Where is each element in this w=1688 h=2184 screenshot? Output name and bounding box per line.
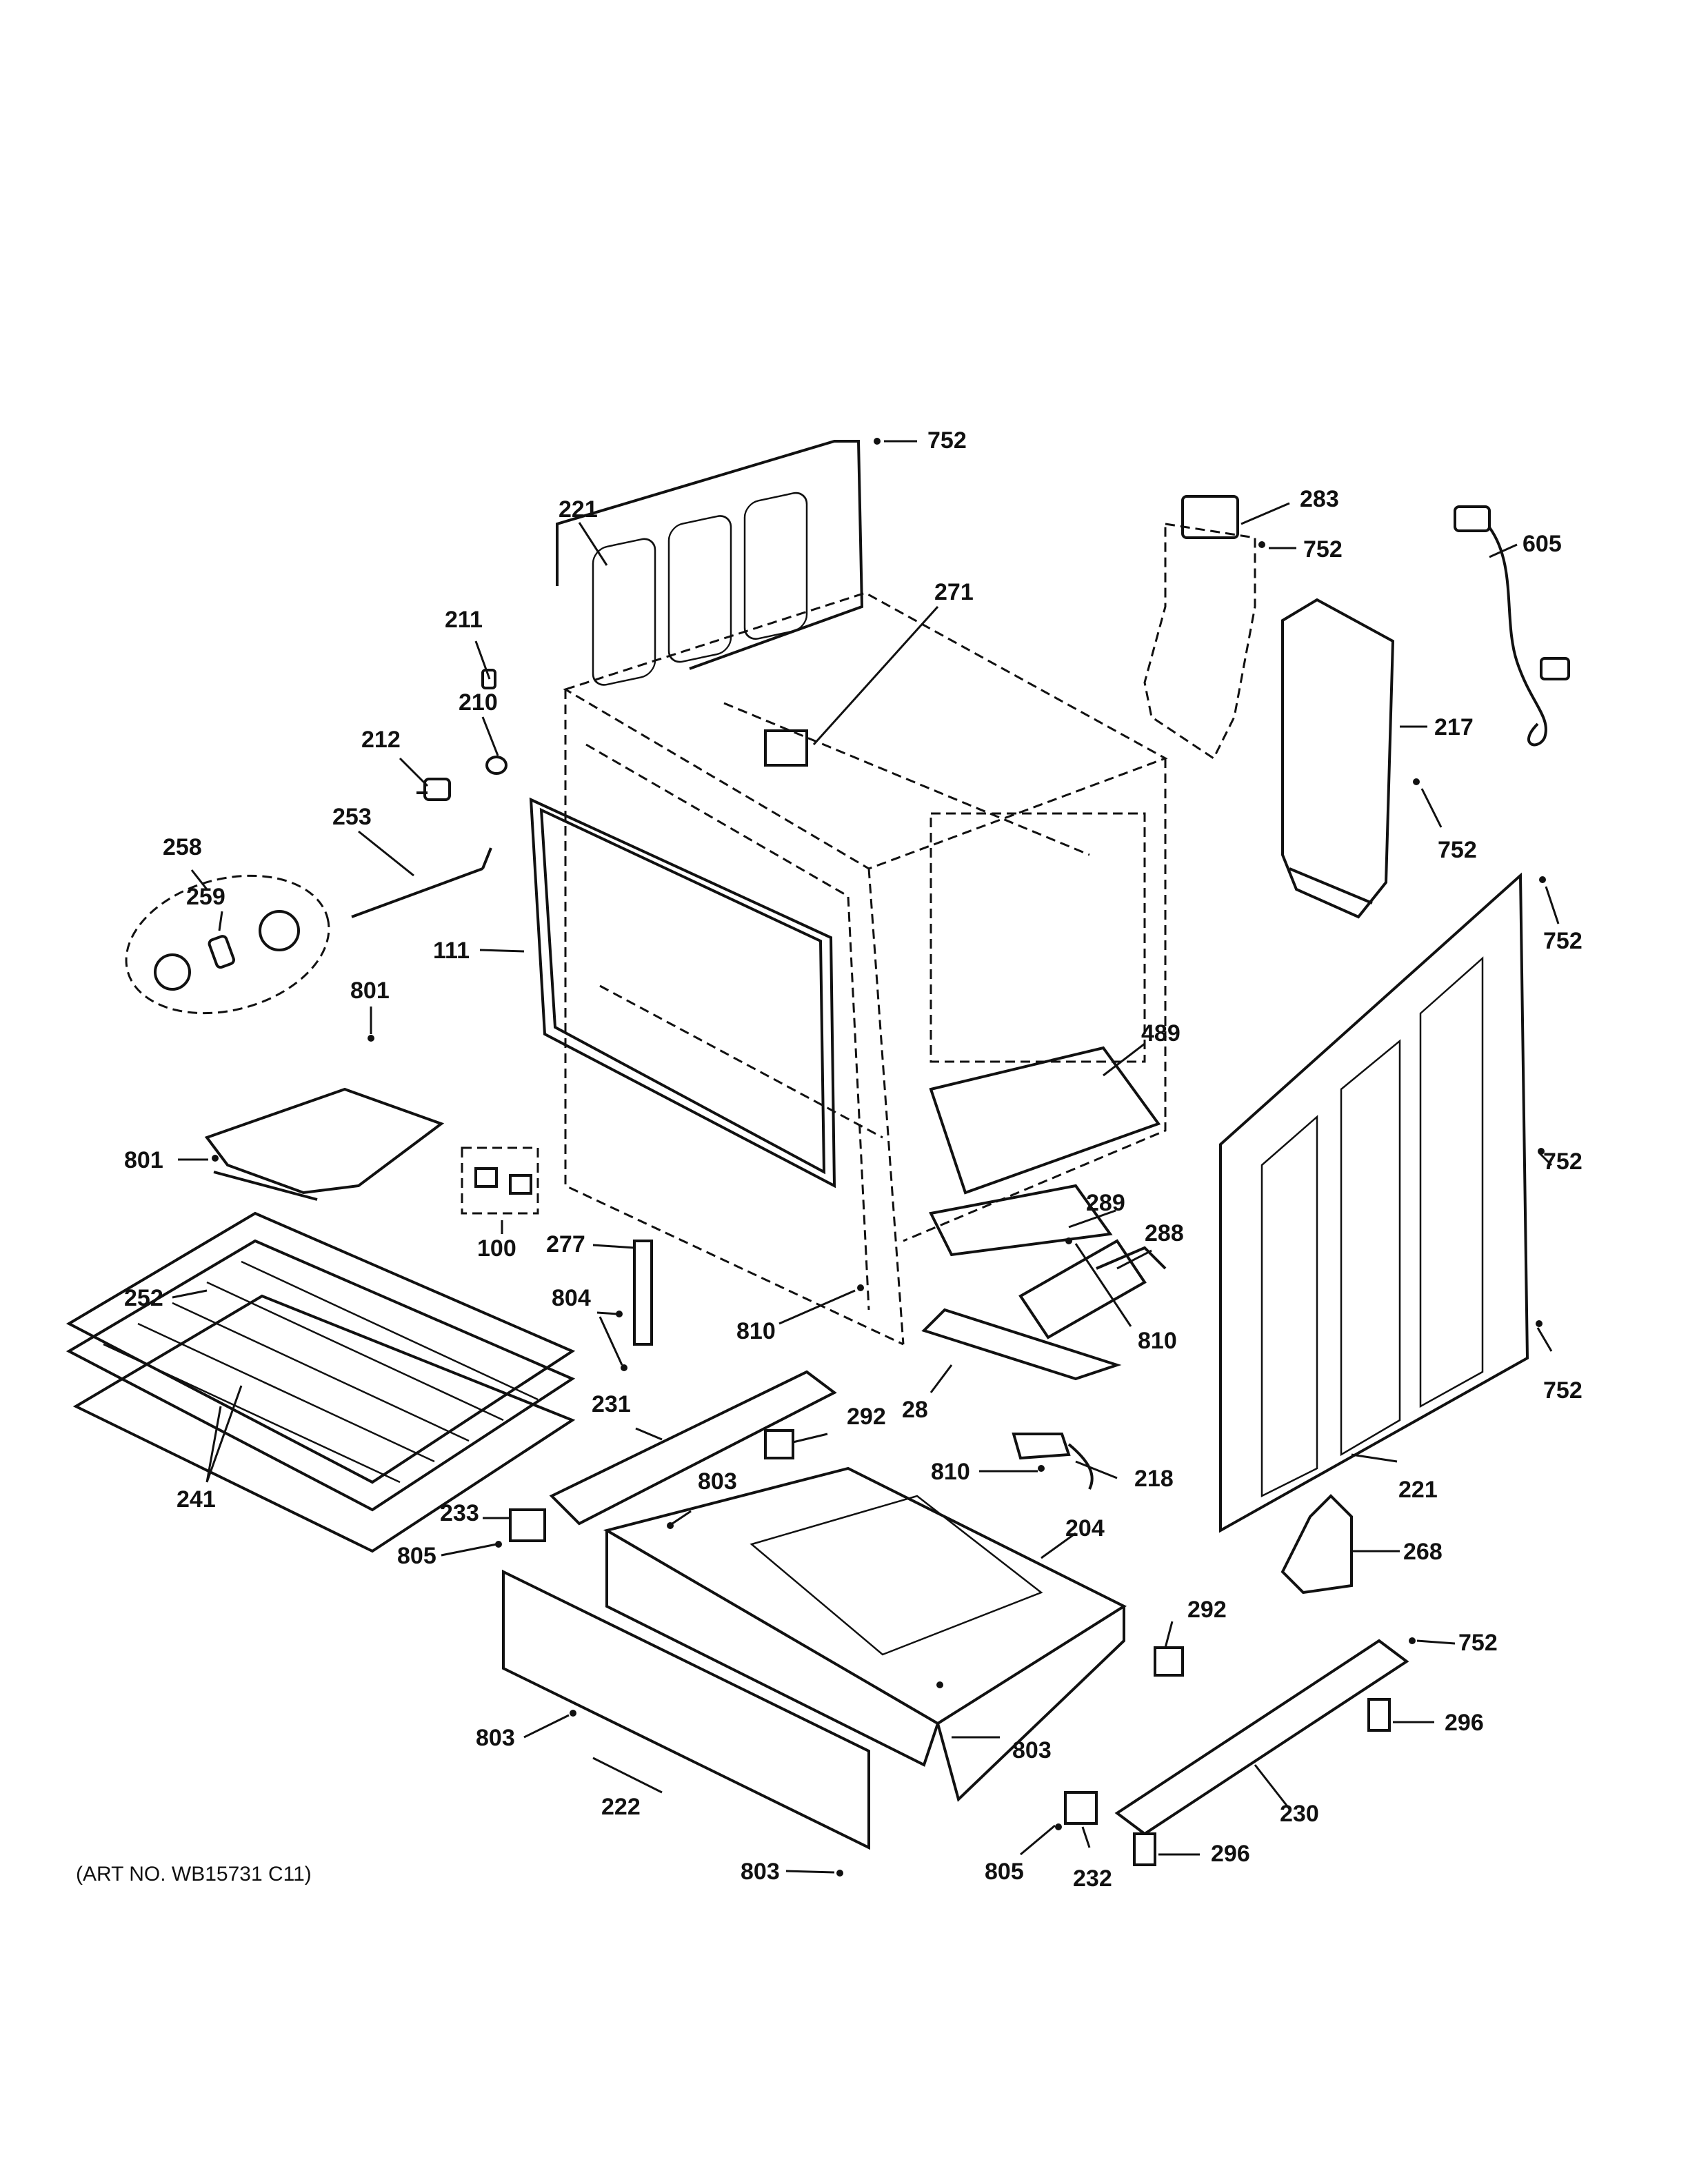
callout-210: 210 [459, 689, 498, 716]
callout-111: 111 [433, 938, 470, 964]
art-number-caption: (ART NO. WB15731 C11) [76, 1863, 312, 1885]
callout-801b: 801 [124, 1147, 163, 1173]
callout-752d: 752 [1543, 928, 1582, 954]
callout-605: 605 [1523, 531, 1562, 557]
callout-803c: 803 [476, 1725, 515, 1751]
power-cord-part [1454, 505, 1570, 747]
callout-752f: 752 [1543, 1377, 1582, 1404]
callout-221a: 221 [559, 496, 598, 523]
oven-racks-part [66, 1211, 576, 1553]
callout-230: 230 [1280, 1801, 1319, 1827]
callout-292a: 292 [847, 1404, 886, 1430]
drawer-body-part [603, 1466, 1127, 1802]
callout-752c: 752 [1438, 837, 1477, 863]
callout-241: 241 [177, 1486, 216, 1513]
support-bracket-part [1280, 1494, 1353, 1595]
bracket-part-b [1154, 1646, 1184, 1677]
bottom-frame-part [921, 1308, 1122, 1381]
callout-222: 222 [601, 1794, 641, 1820]
callout-288: 288 [1145, 1220, 1184, 1246]
callout-259: 259 [186, 884, 225, 910]
broil-element-part [204, 1087, 445, 1201]
callout-804: 804 [552, 1285, 591, 1311]
rear-cover-part [1281, 598, 1395, 919]
knob-assembly-group [125, 874, 330, 1015]
callout-752g: 752 [1458, 1630, 1498, 1656]
leg-bolt-parts [1133, 1698, 1391, 1866]
callout-100: 100 [477, 1235, 516, 1262]
sensor-part [351, 847, 492, 918]
callout-752b: 752 [1303, 536, 1343, 563]
callout-212: 212 [361, 727, 401, 753]
left-leveler-part [509, 1508, 546, 1542]
drawer-front-part [502, 1569, 870, 1850]
callout-28: 28 [902, 1397, 928, 1423]
callout-204: 204 [1065, 1515, 1105, 1541]
callout-268: 268 [1403, 1539, 1443, 1565]
igniter-bracket-group [461, 1146, 539, 1215]
hinge-part [633, 1240, 653, 1346]
callout-803b: 803 [1012, 1737, 1052, 1763]
callout-289: 289 [1086, 1190, 1125, 1216]
callout-233: 233 [440, 1500, 479, 1526]
callout-805a: 805 [397, 1543, 436, 1569]
callout-296a: 296 [1445, 1710, 1484, 1736]
leader-lines [172, 440, 1560, 1874]
callout-810a: 810 [736, 1318, 776, 1344]
callout-252: 252 [124, 1285, 163, 1311]
callout-271: 271 [934, 579, 974, 605]
screw-dots [212, 438, 1546, 1877]
bracket-part-a [764, 1429, 794, 1459]
callout-803d: 803 [741, 1859, 780, 1885]
callout-283: 283 [1300, 486, 1339, 512]
callout-489: 489 [1141, 1020, 1180, 1046]
callout-labels: 752 221 283 752 605 211 271 210 217 212 … [124, 427, 1582, 1892]
callout-211: 211 [445, 607, 483, 633]
callout-232: 232 [1073, 1866, 1112, 1892]
igniter-part [1012, 1433, 1094, 1490]
callout-801a: 801 [350, 978, 390, 1004]
vent-duct-part [1143, 495, 1256, 760]
bottom-tray-part [929, 1046, 1161, 1195]
door-gasket-part [529, 797, 836, 1189]
right-leveler-part [1064, 1791, 1098, 1825]
callout-253: 253 [332, 804, 372, 830]
right-rail-part [1114, 1639, 1409, 1836]
callout-258: 258 [163, 834, 202, 860]
callout-810c: 810 [931, 1459, 970, 1485]
callout-231: 231 [592, 1391, 631, 1417]
left-rail-part [549, 1370, 837, 1526]
callout-805b: 805 [985, 1859, 1024, 1885]
callout-752e: 752 [1543, 1149, 1582, 1175]
callout-292b: 292 [1187, 1597, 1227, 1623]
side-panel-part [1219, 872, 1529, 1533]
callout-218: 218 [1134, 1466, 1174, 1492]
callout-277: 277 [546, 1231, 585, 1257]
callout-752a: 752 [927, 427, 967, 454]
callout-810b: 810 [1138, 1328, 1177, 1354]
callout-803a: 803 [698, 1468, 737, 1495]
callout-217: 217 [1434, 714, 1474, 740]
callout-221b: 221 [1398, 1477, 1438, 1503]
callout-296b: 296 [1211, 1841, 1250, 1867]
rear-panel-part [556, 440, 864, 686]
cavity-bracket-part [764, 729, 808, 767]
oven-cavity-dashed [563, 592, 1168, 1346]
